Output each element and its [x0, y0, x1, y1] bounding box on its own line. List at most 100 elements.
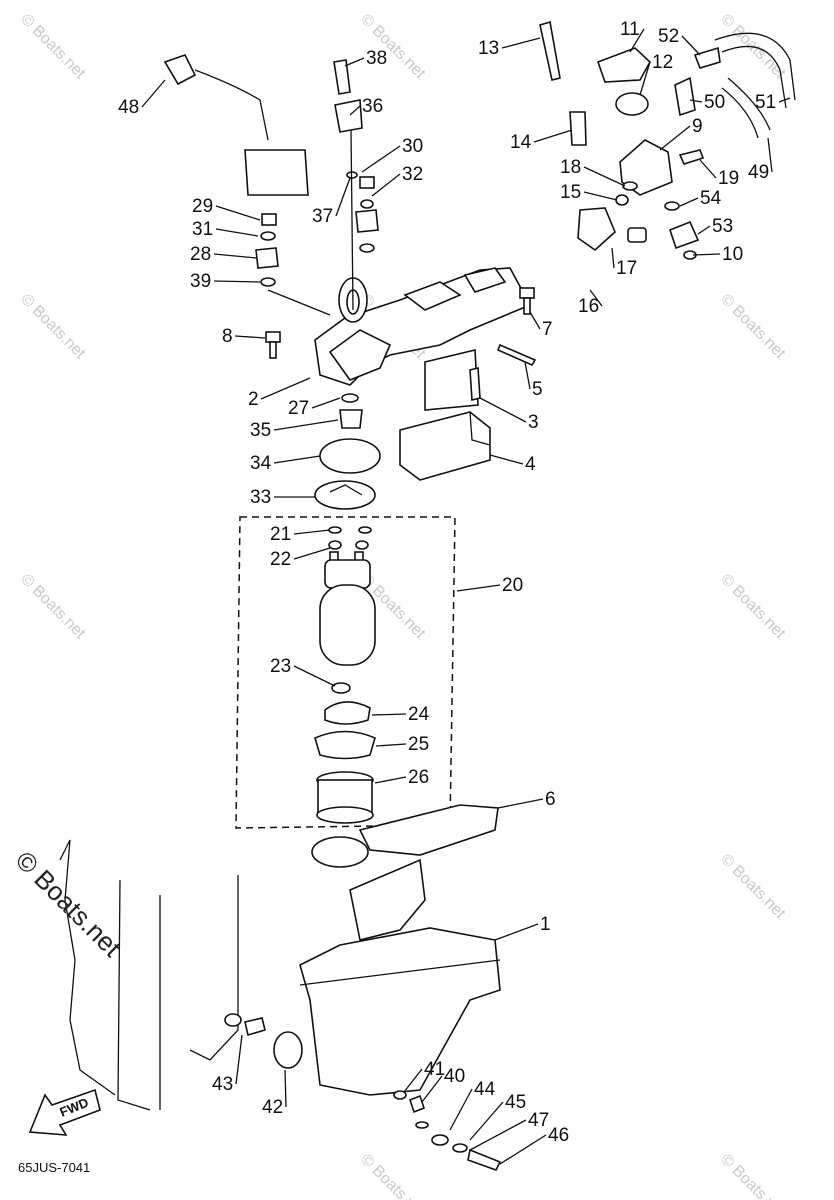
- callout-51: 51: [755, 92, 776, 113]
- drain-bolt: [467, 1148, 502, 1171]
- fuel-pump-assembly-box: [235, 516, 456, 829]
- callout-6: 6: [545, 789, 556, 810]
- fuel-pump-9: [619, 139, 673, 196]
- leader-line-50: [689, 99, 703, 103]
- callout-53: 53: [712, 216, 733, 237]
- leader-line-38: [344, 57, 365, 67]
- leader-line-10: [692, 253, 721, 256]
- leader-line-14: [533, 129, 573, 143]
- valve-53: [669, 220, 700, 250]
- leader-line-41: [403, 1068, 423, 1093]
- watermark-11: © Boats.net: [717, 1151, 789, 1200]
- leader-line-39: [213, 280, 261, 283]
- callout-10: 10: [722, 244, 743, 265]
- leader-line-40: [421, 1075, 443, 1103]
- bolt-8: [265, 331, 281, 359]
- callout-48: 48: [118, 97, 139, 118]
- diagram-code: 65JUS-7041: [18, 1160, 90, 1175]
- callout-14: 14: [510, 132, 532, 153]
- sensor-36: [334, 99, 363, 133]
- leader-line-18: [583, 166, 626, 187]
- callout-20: 20: [502, 575, 523, 596]
- leader-line-7: [529, 311, 541, 330]
- leader-line-17: [611, 247, 615, 269]
- leader-line-11: [629, 28, 645, 53]
- leader-line-32: [371, 173, 401, 197]
- dowel-pin: [496, 343, 537, 367]
- gasket-6: [358, 804, 499, 856]
- callout-32: 32: [402, 164, 423, 185]
- leader-line-54: [679, 197, 699, 207]
- callout-38: 38: [366, 48, 387, 69]
- leader-line-12: [639, 61, 651, 96]
- leader-line-3: [479, 397, 527, 423]
- callout-3: 3: [528, 412, 539, 433]
- fwd-arrow: [28, 1088, 101, 1136]
- callout-33: 33: [250, 487, 271, 508]
- leader-line-29: [215, 205, 261, 221]
- callout-52: 52: [658, 26, 679, 47]
- leader-line-30: [361, 145, 401, 173]
- leader-line-15: [583, 191, 618, 201]
- watermark-8: © Boats.net: [717, 571, 789, 643]
- leader-line-36: [349, 105, 361, 116]
- bracket-11: [596, 47, 652, 83]
- callout-45: 45: [505, 1092, 526, 1113]
- callout-23: 23: [270, 656, 291, 677]
- callout-5: 5: [532, 379, 543, 400]
- damper-24: [324, 701, 371, 725]
- callout-26: 26: [408, 767, 429, 788]
- leader-line-31: [215, 228, 259, 237]
- callout-47: 47: [528, 1110, 549, 1131]
- fuel-strainer-26: [316, 771, 374, 824]
- leader-line-27: [311, 397, 341, 409]
- callout-18: 18: [560, 157, 581, 178]
- leader-line-42: [284, 1069, 287, 1108]
- leader-line-21: [293, 529, 331, 535]
- leader-line-24: [371, 713, 407, 716]
- callout-8: 8: [222, 326, 233, 347]
- leader-line-28: [213, 253, 257, 259]
- leader-line-48: [141, 79, 166, 108]
- callout-34: 34: [250, 453, 272, 474]
- callout-37: 37: [312, 206, 333, 227]
- leader-line-1: [494, 923, 539, 941]
- leader-line-4: [489, 454, 524, 465]
- watermark-10: © Boats.net: [357, 1151, 429, 1200]
- joint-52: [693, 46, 721, 69]
- callout-11: 11: [620, 19, 640, 40]
- leader-line-44: [449, 1088, 473, 1131]
- callout-labels: 1234567891011121314151617181920212223242…: [118, 19, 776, 1146]
- callout-15: 15: [560, 182, 581, 203]
- leader-line-19: [699, 159, 717, 179]
- callout-16: 16: [578, 296, 599, 317]
- callout-28: 28: [190, 244, 211, 265]
- callout-21: 21: [270, 524, 291, 545]
- callout-30: 30: [402, 136, 423, 157]
- prominent-watermark: © Boats.net: [10, 845, 128, 963]
- electric-fuel-pump: [319, 551, 376, 694]
- o-ring-12: [615, 92, 649, 116]
- callout-35: 35: [250, 420, 271, 441]
- leader-line-35: [273, 419, 339, 431]
- callout-19: 19: [718, 168, 739, 189]
- leader-line-34: [273, 455, 321, 464]
- callout-41: 41: [424, 1059, 445, 1080]
- sensor-48: [163, 54, 197, 86]
- callout-12: 12: [652, 52, 673, 73]
- hose-49: [727, 77, 771, 131]
- coupler: [244, 149, 309, 196]
- leader-line-25: [375, 743, 407, 747]
- o-ring-27: [341, 393, 359, 403]
- leader-line-26: [374, 776, 407, 784]
- pin: [469, 366, 481, 402]
- fuel-filter-cartridge: [399, 411, 491, 481]
- callout-13: 13: [478, 38, 499, 59]
- leader-line-53: [697, 225, 711, 235]
- watermark-0: © Boats.net: [17, 11, 89, 83]
- callout-27: 27: [288, 398, 309, 419]
- callout-31: 31: [192, 219, 213, 240]
- leader-line-47: [469, 1119, 527, 1151]
